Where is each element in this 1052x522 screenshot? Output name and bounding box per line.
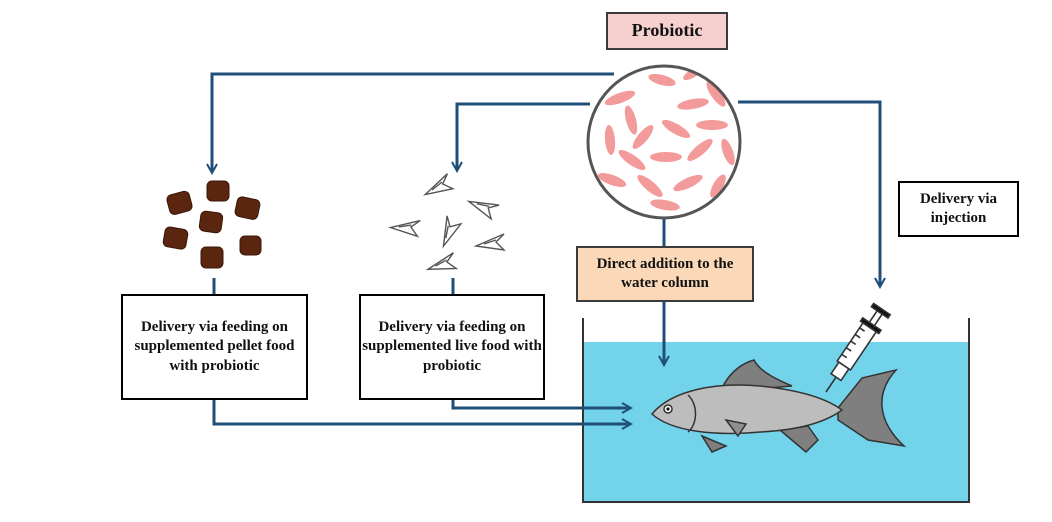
fish-pelvic-fin <box>700 434 728 453</box>
pellet-food-icon <box>162 180 262 269</box>
fish-tail <box>837 368 907 448</box>
fish-pectoral-fin <box>724 418 748 438</box>
fish-icon <box>650 359 907 454</box>
arrow-to-injection <box>738 100 880 286</box>
arrow-pellet-to-fish <box>212 400 630 424</box>
label-water-addition: Direct addition to the water column <box>576 246 754 302</box>
arrow-to-livefood <box>457 102 590 170</box>
fish-dorsal-fin <box>718 359 793 393</box>
syringe-icon <box>825 302 892 393</box>
arrow-to-pellet <box>212 72 614 172</box>
label-injection-delivery: Delivery via injection <box>898 181 1019 237</box>
bacteria-culture-icon <box>586 64 742 220</box>
fish-body <box>650 384 844 435</box>
connector-arrows <box>212 72 880 424</box>
label-livefood-delivery: Delivery via feeding on supplemented liv… <box>359 294 545 400</box>
probiotic-label: Probiotic <box>606 12 728 50</box>
live-food-icon <box>387 173 506 271</box>
label-pellet-delivery: Delivery via feeding on supplemented pel… <box>121 294 308 400</box>
arrow-livefood-to-fish <box>451 400 630 408</box>
fish-gill <box>687 394 697 433</box>
